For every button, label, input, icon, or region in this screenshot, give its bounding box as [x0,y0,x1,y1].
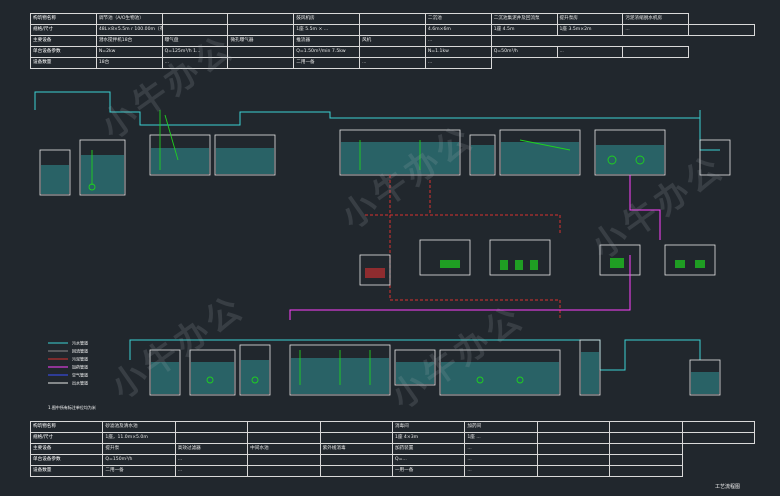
top-table-row: 构筑物名称调节池（A/O生物池）鼓风机房二沉池二沉池集泥井及回流泵提升泵房污泥浓… [30,13,755,25]
top-equipment-table: 构筑物名称调节池（A/O生物池）鼓风机房二沉池二沉池集泥井及回流泵提升泵房污泥浓… [30,13,755,69]
disinfection-room [664,244,716,276]
water-pipe-top [34,91,701,126]
sludge-return-pipe [429,180,561,235]
sedimentation-tank [289,344,391,396]
ao-tank [214,134,276,176]
outlet-well [699,139,731,176]
top-table-cell: ... [161,57,229,69]
top-table-cell [622,46,690,58]
chemical-pipe-2 [629,175,661,240]
sludge-cake [365,268,385,278]
biological-tank [339,129,461,176]
coagulation-tank [189,349,236,396]
tank-row-2 [149,339,721,396]
middle-buildings [359,239,716,286]
top-table-cell: 18台 [95,57,163,69]
intermediate-tank [394,349,436,386]
pump-room [489,239,551,276]
top-table-cell: 1座 4.5m [490,24,558,36]
bottom-table-row-label: 设备数量 [29,465,104,477]
top-table-cell: Q=50m³/h [490,46,558,58]
chemical-pipe [289,255,631,320]
regulating-tank [79,139,126,196]
secondary-clarifier [469,134,496,176]
legend-label: 回流管道 [72,348,88,354]
legend-label: 出水管道 [72,380,88,386]
bottom-table-row: 构筑物名称砂滤池及清水池消毒间加药间 [29,421,756,433]
reaction-tank [239,344,271,396]
water-fill-row-2 [151,352,719,394]
clear-water-tower [579,339,601,396]
bottom-table-cell [609,465,683,477]
top-table-row: 主要设备潜水搅拌机18台曝气盘微孔曝气器推流器风机... [30,35,755,47]
discharge-well [689,359,721,396]
bottom-table-cell: ... [464,465,538,477]
top-table-cell: ... [424,35,492,47]
equipment-row-2 [206,350,524,385]
top-table-cell: ... [424,57,492,69]
water-pipe-final [600,339,701,371]
bottom-table-row: 设备数量二用一备...一用一备... [29,465,755,477]
legend-label: 加药管道 [72,364,88,370]
footer-title: 工艺流程图 [714,484,740,490]
top-table-cell: 二用一备 [293,57,361,69]
grit-chamber [39,149,71,196]
hydrolysis-tank [149,134,211,176]
legend-label: 污水管道 [72,340,88,346]
equipment-row-1 [88,110,645,191]
water-fill-row-1 [41,142,664,194]
legend-label: 空气管道 [72,372,88,378]
bottom-table-cell: 一用一备 [391,465,466,477]
top-table-cell: 1座 3.5m×2m [556,24,624,36]
sand-filter [439,349,561,396]
bottom-table-cell [681,432,756,444]
filter-tank [499,129,581,176]
blower-room [419,239,471,276]
lift-well [149,349,181,396]
dosing-room [599,244,641,276]
bottom-table-cell: ... [174,465,249,477]
legend-note: 1.图中所有标注单位均为米 [48,404,96,410]
middle-equipment [440,258,705,270]
sludge-dewatering [359,254,391,286]
top-table-cell [688,24,755,36]
legend-label: 污泥管道 [72,356,88,362]
